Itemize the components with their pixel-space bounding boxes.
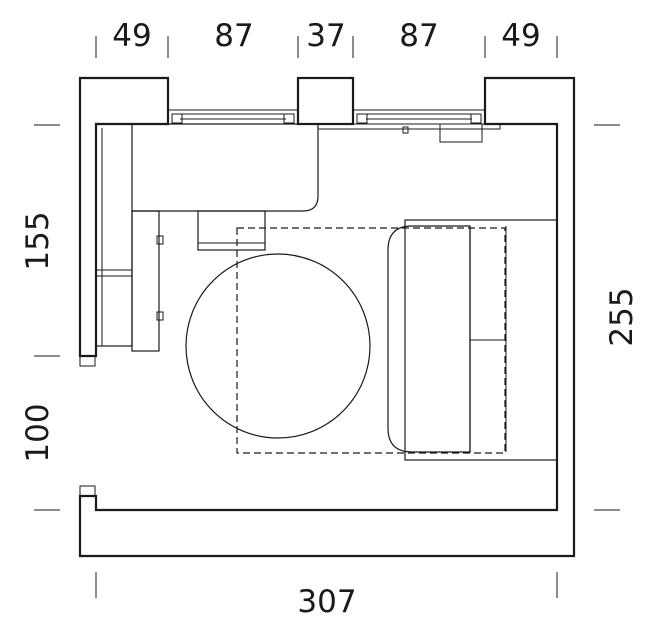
dim-left-lower: 100 [20, 403, 56, 462]
rug [236, 227, 506, 454]
door-jamb-top [79, 355, 96, 367]
dim-left-upper: 155 [20, 211, 56, 270]
window-right [353, 109, 485, 125]
dim-top-2: 87 [214, 18, 253, 54]
dim-top-1: 49 [112, 18, 151, 54]
wardrobe [95, 123, 164, 352]
walls [78, 76, 576, 558]
window-left [168, 109, 298, 125]
dim-bottom: 307 [297, 584, 356, 620]
dim-top-4: 87 [399, 18, 438, 54]
door-jamb-bottom [79, 485, 96, 497]
desk [132, 123, 319, 212]
bed [387, 219, 558, 461]
dimension-ticks [34, 36, 620, 598]
desk-chair [197, 210, 266, 251]
dim-top-3: 37 [306, 18, 345, 54]
dim-top-5: 49 [501, 18, 540, 54]
radiator-shelf [317, 123, 501, 143]
dim-right: 255 [604, 287, 640, 346]
round-table [185, 253, 371, 439]
